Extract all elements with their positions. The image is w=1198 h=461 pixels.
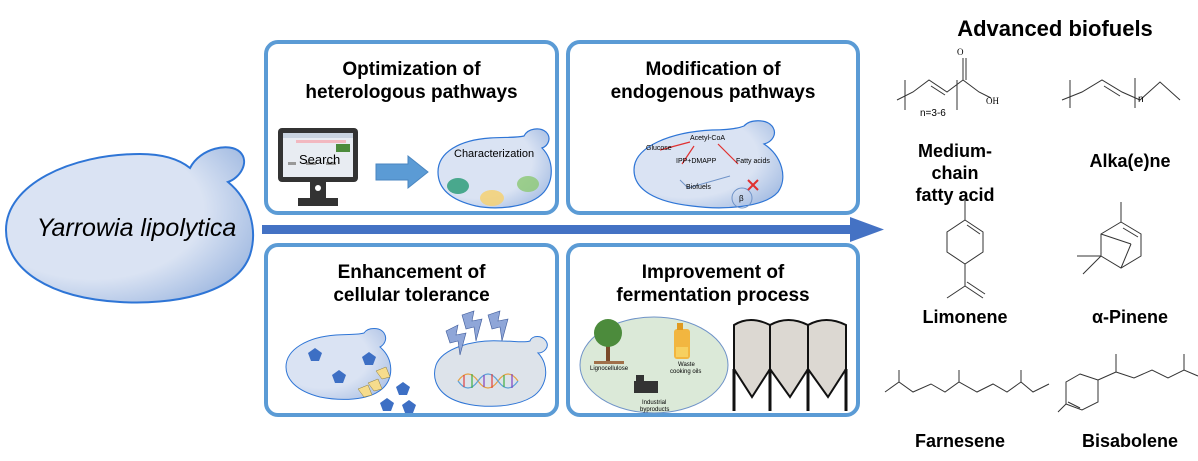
transporter-icons bbox=[357, 366, 391, 398]
strategy-endogenous-pathways: Modification of endogenous pathways Gluc… bbox=[566, 40, 860, 215]
strategy-title-line1: Improvement of bbox=[641, 262, 785, 283]
protein-icon bbox=[447, 178, 469, 194]
repeat-n-annotation: n bbox=[1138, 94, 1144, 105]
hydroxyl-label: OH bbox=[986, 96, 999, 106]
computer-monitor-icon bbox=[278, 128, 358, 206]
chain-length-annotation: n=3-6 bbox=[920, 108, 946, 119]
acetyl-coa-label: Acetyl-CoA bbox=[690, 135, 726, 142]
beta-oxidation-label: β bbox=[739, 194, 744, 203]
strategy-fermentation-process: Improvement of fermentation process Lign… bbox=[566, 243, 860, 417]
yarrowia-cell bbox=[4, 146, 254, 304]
biofuels-label: Biofuels bbox=[686, 184, 711, 191]
waste-oil-label-1: Waste bbox=[678, 362, 695, 368]
protein-icon bbox=[517, 176, 539, 192]
search-label: Search bbox=[299, 152, 341, 167]
strategy-title-line1: Enhancement of bbox=[337, 262, 486, 283]
product-label-bisabolene: Bisabolene bbox=[1081, 431, 1179, 451]
industrial-label-2: byproducts bbox=[640, 407, 670, 413]
strategy-title-line1: Modification of bbox=[645, 59, 781, 80]
product-label-limonene: Limonene bbox=[922, 307, 1008, 327]
tolerance-cell-transporter bbox=[285, 328, 416, 413]
characterization-label: Characterization bbox=[454, 148, 535, 160]
oil-bottle-icon bbox=[674, 323, 690, 359]
strategy-cellular-tolerance: Enhancement of cellular tolerance bbox=[264, 243, 559, 417]
carbonyl-o-label: O bbox=[957, 47, 964, 57]
strategy-title-line2: cellular tolerance bbox=[333, 285, 490, 306]
pathway-cell bbox=[633, 120, 784, 209]
lightning-icons bbox=[445, 310, 509, 356]
product-label-medium-chain-fatty-acid: Medium-chain fatty acid bbox=[915, 141, 995, 205]
process-arrow-icon bbox=[375, 154, 429, 190]
glucose-label: Glucose bbox=[646, 145, 672, 152]
fatty-acids-label: Fatty acids bbox=[736, 158, 770, 165]
fermenter-tanks-icon bbox=[732, 319, 848, 411]
strategy-title-line2: heterologous pathways bbox=[305, 82, 518, 103]
factory-icon bbox=[634, 375, 658, 393]
feedstock-ellipse bbox=[579, 316, 729, 414]
main-arrow bbox=[262, 217, 884, 242]
dna-icon bbox=[457, 373, 519, 389]
ipp-dmapp-label: IPP+DMAPP bbox=[676, 158, 717, 165]
organism-label: Yarrowia lipolytica bbox=[36, 214, 237, 242]
structure-alpha-pinene bbox=[1077, 202, 1142, 275]
product-label-alpha-pinene: α-Pinene bbox=[1091, 307, 1169, 327]
products-title: Advanced biofuels bbox=[957, 16, 1153, 41]
tolerance-cell-stress bbox=[434, 310, 548, 407]
strategy-title-line2: fermentation process bbox=[616, 285, 810, 306]
pentagon-molecules bbox=[308, 348, 416, 413]
industrial-label-1: Industrial bbox=[642, 400, 667, 406]
structure-medium-chain-fatty-acid bbox=[896, 58, 992, 110]
lignocellulose-label: Lignocellulose bbox=[590, 366, 629, 372]
characterization-cell bbox=[437, 128, 552, 209]
protein-icon bbox=[480, 190, 504, 206]
structure-alkane bbox=[1061, 78, 1181, 108]
tree-icon bbox=[594, 319, 624, 364]
structure-limonene bbox=[946, 200, 986, 299]
strategy-title-line1: Optimization of bbox=[342, 59, 481, 80]
product-label-farnesene: Farnesene bbox=[914, 431, 1006, 451]
structure-bisabolene bbox=[1057, 354, 1198, 413]
strategy-heterologous-pathways: Optimization of heterologous pathways Se… bbox=[264, 40, 559, 215]
product-label-alkaene: Alka(e)ne bbox=[1089, 151, 1171, 171]
block-x-icon bbox=[747, 179, 759, 191]
strategy-title-line2: endogenous pathways bbox=[610, 82, 816, 103]
waste-oil-label-2: cooking oils bbox=[670, 369, 702, 375]
structure-farnesene bbox=[884, 370, 1050, 393]
